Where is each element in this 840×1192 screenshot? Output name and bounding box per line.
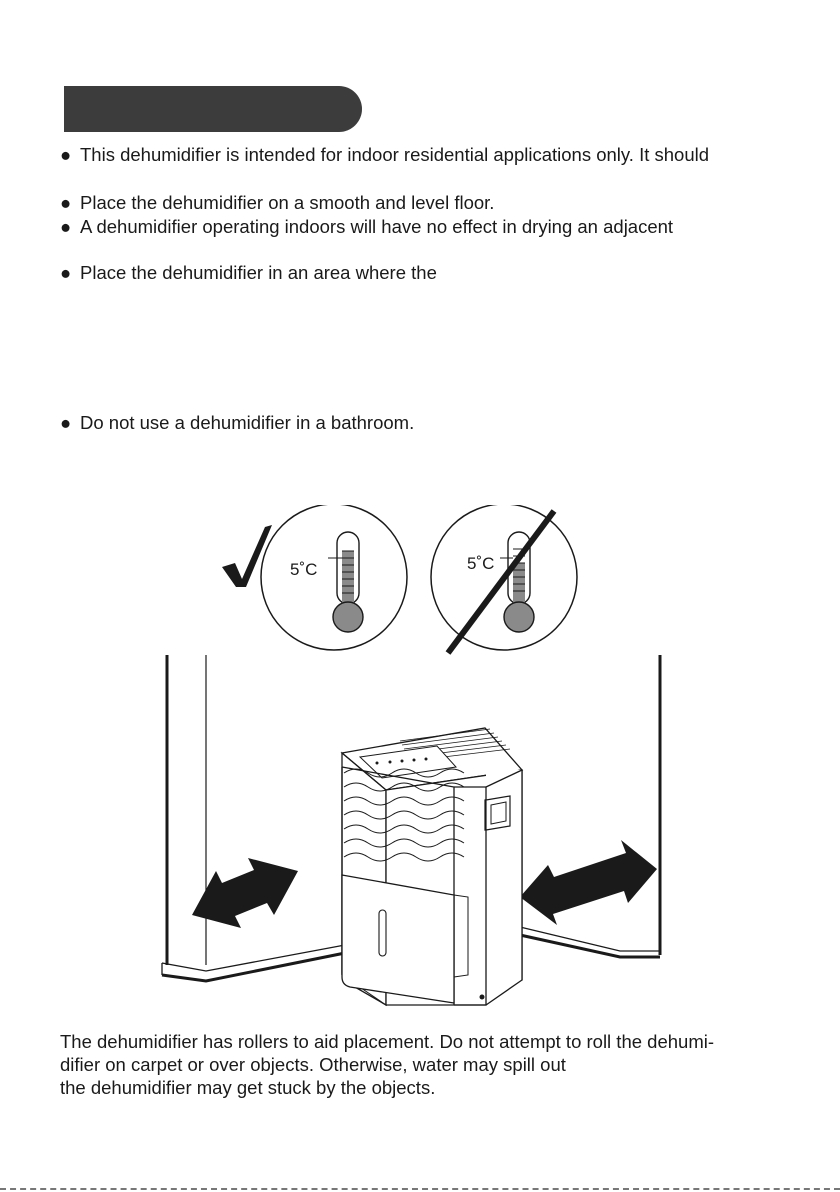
page-bottom-rule bbox=[0, 1188, 840, 1190]
bullet-marker: ● bbox=[60, 216, 72, 237]
bullet-text: Place the dehumidifier on a smooth and l… bbox=[80, 192, 495, 213]
section-header-bar bbox=[64, 86, 362, 132]
list-item: ● A dehumidifier operating indoors will h… bbox=[60, 216, 673, 238]
caption-line: difier on carpet or over objects. Otherw… bbox=[60, 1054, 566, 1075]
placement-caption: The dehumidifier has rollers to aid plac… bbox=[60, 1030, 780, 1099]
bullet-marker: ● bbox=[60, 412, 72, 433]
list-item: ● This dehumidifier is intended for indoo… bbox=[60, 144, 709, 166]
room-corner bbox=[161, 655, 662, 983]
thermo-bad-label: 5˚C bbox=[467, 554, 494, 573]
thermo-ok-label: 5˚C bbox=[290, 560, 317, 579]
bullet-text: Place the dehumidifier in an area where … bbox=[80, 262, 437, 283]
caption-line: The dehumidifier has rollers to aid plac… bbox=[60, 1031, 714, 1052]
list-item: ● Place the dehumidifier on a smooth and … bbox=[60, 192, 494, 214]
bullet-text: Do not use a dehumidifier in a bathroom. bbox=[80, 412, 415, 433]
checkmark-icon bbox=[222, 525, 272, 587]
prohibition-slash bbox=[445, 509, 557, 655]
left-clearance-arrow-icon bbox=[192, 858, 298, 928]
list-item: ● Place the dehumidifier in an area where… bbox=[60, 262, 437, 284]
bullet-text: A dehumidifier operating indoors will ha… bbox=[80, 216, 674, 237]
dehumidifier-unit bbox=[340, 727, 524, 1007]
caption-line: the dehumidifier may get stuck by the ob… bbox=[60, 1077, 436, 1098]
bullet-marker: ● bbox=[60, 262, 72, 283]
bullet-marker: ● bbox=[60, 192, 72, 213]
bullet-text: This dehumidifier is intended for indoor… bbox=[80, 144, 710, 165]
right-clearance-arrow-icon bbox=[520, 840, 657, 925]
bullet-marker: ● bbox=[60, 144, 72, 165]
thermometer-bad-icon: 5˚C bbox=[430, 505, 578, 655]
list-item: ● Do not use a dehumidifier in a bathroom… bbox=[60, 412, 414, 434]
thermometer-ok-icon: 5˚C bbox=[260, 505, 408, 651]
placement-illustration: 5˚C 5˚C bbox=[161, 505, 662, 1007]
